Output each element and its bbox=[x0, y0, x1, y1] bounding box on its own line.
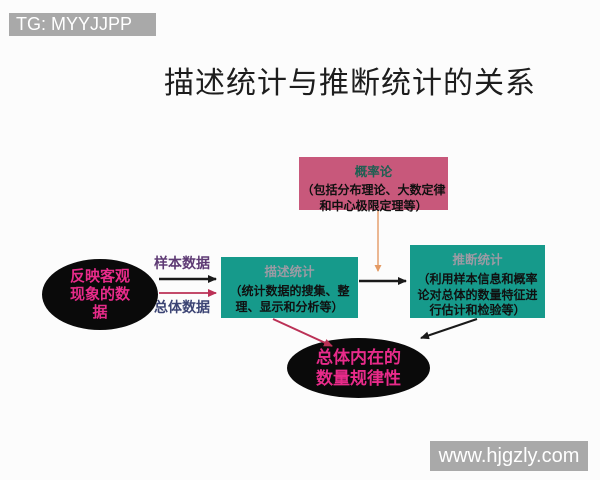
descriptive-statistics-box-body: （统计数据的搜集、整 理、显示和分析等） bbox=[229, 284, 350, 314]
inferential-statistics-box-title: 推断统计 bbox=[452, 253, 503, 267]
top-watermark: TG: MYYJJPP bbox=[9, 13, 156, 36]
slide-title: 描述统计与推断统计的关系 bbox=[164, 66, 536, 101]
descriptive-statistics-box-title: 描述统计 bbox=[264, 265, 315, 279]
inferential-to-result-arrow bbox=[420, 318, 478, 340]
result-ellipse-text: 总体内在的 数量规律性 bbox=[316, 348, 401, 388]
top-watermark-text: TG: MYYJJPP bbox=[16, 14, 133, 34]
population-data-label: 总体数据 bbox=[154, 299, 210, 315]
bottom-watermark: www.hjgzly.com bbox=[430, 441, 588, 471]
probability-theory-box-title: 概率论 bbox=[354, 165, 393, 179]
bottom-watermark-text: www.hjgzly.com bbox=[438, 444, 580, 467]
source-data-ellipse: 反映客观 现象的数 据 bbox=[42, 259, 158, 330]
inferential-statistics-box-body: （利用样本信息和概率 论对总体的数量特征进 行估计和检验等） bbox=[417, 272, 538, 317]
descriptive-statistics-box: 描述统计 （统计数据的搜集、整 理、显示和分析等） bbox=[221, 257, 358, 318]
inferential-statistics-box: 推断统计 （利用样本信息和概率 论对总体的数量特征进 行估计和检验等） bbox=[410, 245, 545, 318]
sample-data-label: 样本数据 bbox=[154, 255, 210, 271]
result-ellipse: 总体内在的 数量规律性 bbox=[287, 338, 430, 398]
source-data-ellipse-text: 反映客观 现象的数 据 bbox=[69, 267, 130, 321]
probability-theory-box: 概率论 （包括分布理论、大数定律 和中心极限定理等） bbox=[299, 157, 448, 213]
probability-theory-box-body: （包括分布理论、大数定律 和中心极限定理等） bbox=[301, 183, 446, 213]
